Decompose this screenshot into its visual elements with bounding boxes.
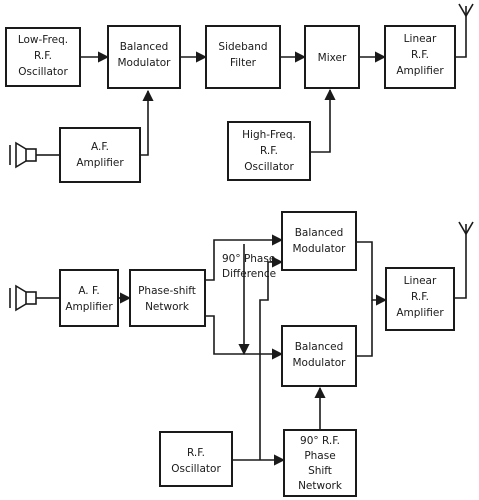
high-freq-oscillator-line-2: R.F. [260,145,278,157]
af-amplifier-bottom-line-1: A. F. [78,285,99,297]
mixer-block: Mixer [304,25,360,89]
bottom-wires [52,234,467,466]
linear-amplifier-top-line-2: R.F. [411,49,429,61]
phase-difference-line-1: 90° Phase [222,253,275,265]
linear-amplifier-bottom-line-3: Amplifier [396,307,444,319]
wire-hfosc-to-mixer [310,88,336,153]
balanced-modulator-lower-line-2: Modulator [292,357,346,369]
phase-shift-network-block: Phase-shift Network [129,269,206,327]
rf-phase-shift-line-4: Network [298,480,343,492]
antenna-icon [458,3,474,18]
sideband-filter-line-1: Sideband [218,41,267,53]
bottom-diagram: A. F. Amplifier Phase-shift Network 90° … [9,211,474,497]
balanced-modulator-block: Balanced Modulator [107,25,181,89]
balanced-modulator-upper-line-1: Balanced [295,227,344,239]
linear-amplifier-block-top: Linear R.F. Amplifier [384,25,456,89]
balanced-modulator-lower-line-1: Balanced [295,341,344,353]
high-freq-oscillator-block: High-Freq. R.F. Oscillator [227,121,311,181]
rf-oscillator-line-1: R.F. [187,447,205,459]
low-freq-oscillator-line-2: R.F. [34,50,52,62]
linear-amplifier-bottom-line-2: R.F. [411,291,429,303]
phase-shift-network-line-1: Phase-shift [138,285,196,297]
phase-difference-line-2: Difference [222,268,276,280]
wire-upper-mod-to-amp [356,241,388,306]
rf-phase-shift-line-1: 90° R.F. [300,435,340,447]
rf-phase-shift-line-3: Shift [308,465,332,477]
phase-difference-annotation: 90° Phase Difference [222,253,276,280]
high-freq-oscillator-line-1: High-Freq. [242,129,296,141]
wire-amp-to-antenna [455,16,467,58]
phase-shift-network-line-2: Network [145,301,190,313]
mixer-label: Mixer [318,52,347,64]
rf-phase-shift-network-block: 90° R.F. Phase Shift Network [283,429,357,497]
linear-amplifier-block-bottom: Linear R.F. Amplifier [385,267,455,331]
af-amplifier-block-bottom: A. F. Amplifier [59,269,119,327]
balanced-modulator-upper-block: Balanced Modulator [281,211,357,271]
antenna-icon-bottom [458,221,474,236]
af-amplifier-block-top: A.F. Amplifier [59,127,141,183]
balanced-modulator-line-1: Balanced [120,41,169,53]
low-freq-oscillator-line-1: Low-Freq. [18,34,68,46]
af-amplifier-bottom-line-2: Amplifier [65,301,113,313]
rf-oscillator-line-2: Oscillator [171,463,221,475]
rf-oscillator-block: R.F. Oscillator [159,431,233,487]
wire-af-to-modulator [140,89,154,156]
wire-amp-to-antenna-bottom [454,234,467,299]
microphone-icon [9,141,52,169]
high-freq-oscillator-line-3: Oscillator [244,161,294,173]
top-wires [52,16,467,156]
top-diagram: Low-Freq. R.F. Oscillator Balanced Modul… [5,3,474,183]
af-amplifier-top-line-1: A.F. [91,141,109,153]
wire-lower-mod-to-amp [356,300,373,357]
wire-phaseshift-to-upper-mod [205,234,284,281]
af-amplifier-top-line-2: Amplifier [76,157,124,169]
linear-amplifier-top-line-3: Amplifier [396,65,444,77]
linear-amplifier-top-line-1: Linear [404,33,437,45]
low-freq-oscillator-line-3: Oscillator [18,66,68,78]
microphone-icon-bottom [9,284,52,312]
rf-phase-shift-line-2: Phase [304,450,335,462]
balanced-modulator-line-2: Modulator [117,57,171,69]
sideband-filter-line-2: Filter [230,57,257,69]
linear-amplifier-bottom-line-1: Linear [404,275,437,287]
wire-rf-to-upper-mod [259,256,284,460]
balanced-modulator-lower-block: Balanced Modulator [281,325,357,387]
low-freq-oscillator-block: Low-Freq. R.F. Oscillator [5,27,81,87]
sideband-filter-block: Sideband Filter [205,25,281,89]
balanced-modulator-upper-line-2: Modulator [292,243,346,255]
